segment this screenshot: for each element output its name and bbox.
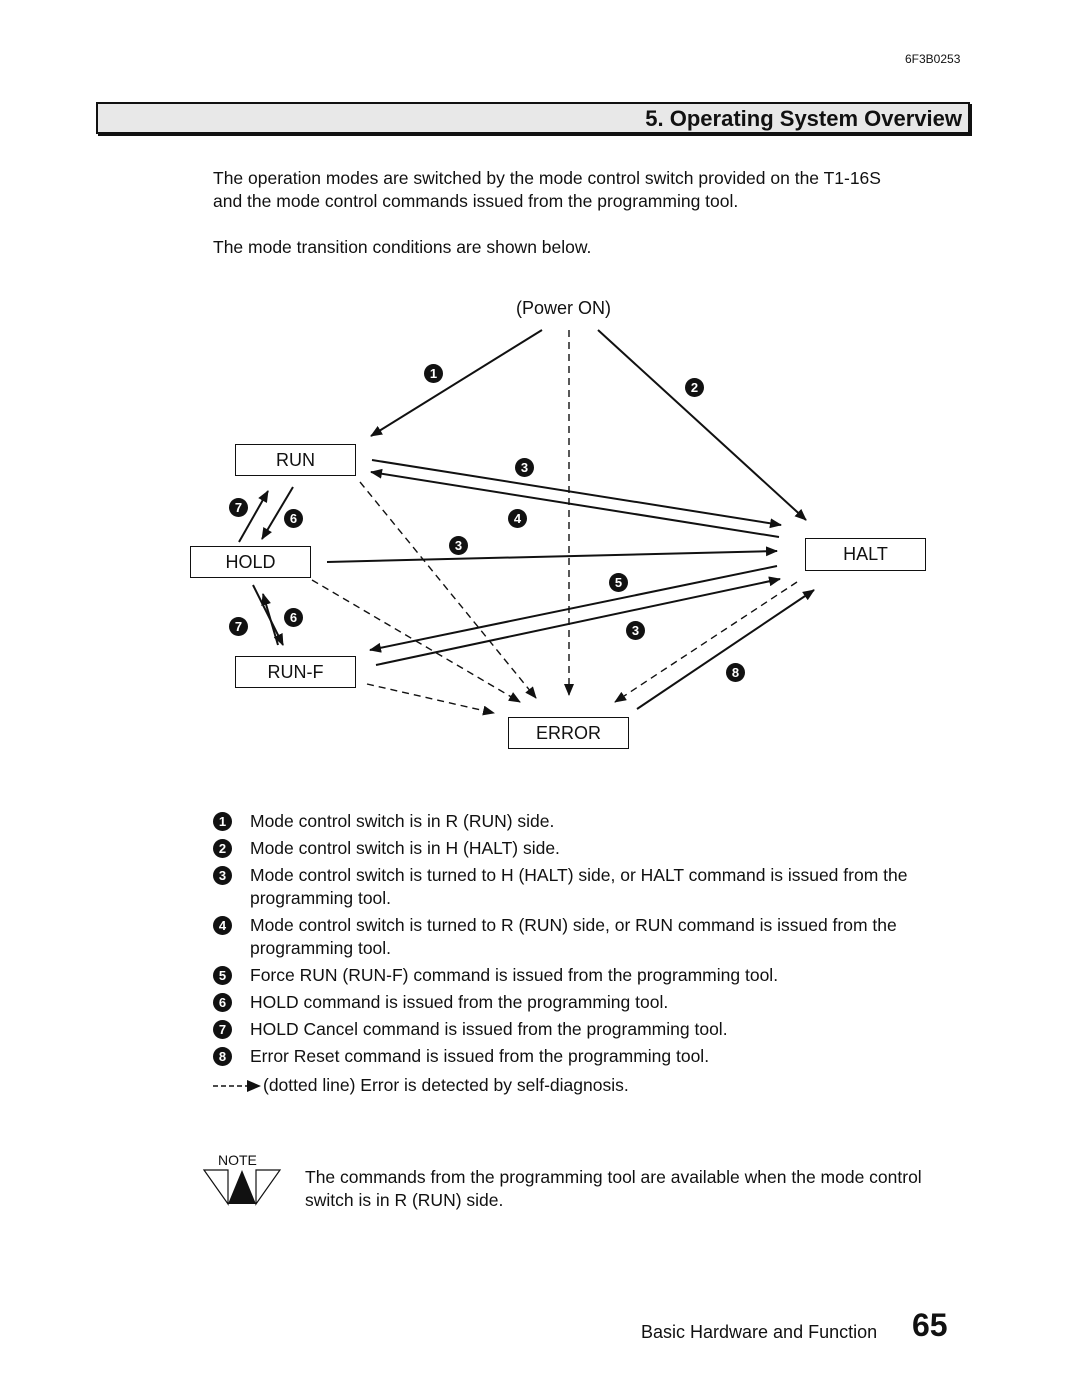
arrow-power-to-run xyxy=(370,329,543,437)
dotted-hold-to-error xyxy=(311,579,521,703)
dotted-runf-to-error xyxy=(366,683,495,716)
arrow-run-to-halt xyxy=(371,459,782,529)
state-halt: HALT xyxy=(805,538,926,571)
document-code: 6F3B0253 xyxy=(905,52,961,66)
intro-line-2: and the mode control commands issued fro… xyxy=(213,191,739,211)
legend-item: 1 Mode control switch is in R (RUN) side… xyxy=(213,810,973,833)
legend-text: Mode control switch is in H (HALT) side. xyxy=(250,838,560,858)
intro-line-1: The operation modes are switched by the … xyxy=(213,168,881,188)
marker-1-icon: 1 xyxy=(424,364,443,383)
marker-7-icon: 7 xyxy=(229,498,248,517)
arrow-hold-to-runf xyxy=(252,584,284,646)
section-title-bar: 5. Operating System Overview xyxy=(96,102,970,134)
marker-3-icon: 3 xyxy=(449,536,468,555)
arrow-halt-to-runf xyxy=(369,565,778,653)
dotted-halt-to-error xyxy=(614,581,798,703)
arrow-power-to-halt xyxy=(597,329,807,521)
state-error: ERROR xyxy=(508,717,629,749)
marker-2-icon: 2 xyxy=(213,839,232,858)
state-run-f: RUN-F xyxy=(235,656,356,688)
arrow-hold-to-run xyxy=(238,490,269,543)
arrow-halt-to-run xyxy=(370,468,780,538)
intro-paragraph: The operation modes are switched by the … xyxy=(213,167,881,213)
marker-8-icon: 8 xyxy=(726,663,745,682)
arrow-error-to-halt xyxy=(636,589,815,710)
legend-item: 3 Mode control switch is turned to H (HA… xyxy=(213,864,973,910)
marker-8-icon: 8 xyxy=(213,1047,232,1066)
legend-item: 7 HOLD Cancel command is issued from the… xyxy=(213,1018,973,1041)
arrow-run-to-hold xyxy=(261,486,294,540)
legend-text: Force RUN (RUN-F) command is issued from… xyxy=(250,965,779,985)
note-label: NOTE xyxy=(218,1152,257,1168)
legend-text: Mode control switch is turned to H (HALT… xyxy=(250,865,908,908)
legend-item: 8 Error Reset command is issued from the… xyxy=(213,1045,973,1068)
arrow-runf-to-hold xyxy=(261,593,279,646)
marker-1-icon: 1 xyxy=(213,812,232,831)
arrow-runf-to-halt xyxy=(375,576,781,666)
marker-6-icon: 6 xyxy=(213,993,232,1012)
marker-6-icon: 6 xyxy=(284,608,303,627)
marker-4-icon: 4 xyxy=(213,916,232,935)
note-icon xyxy=(202,1169,282,1206)
marker-3-icon: 3 xyxy=(515,458,534,477)
legend-text: Mode control switch is turned to R (RUN)… xyxy=(250,915,897,958)
marker-6-icon: 6 xyxy=(284,509,303,528)
marker-3-icon: 3 xyxy=(213,866,232,885)
legend-item: 2 Mode control switch is in H (HALT) sid… xyxy=(213,837,973,860)
footer-label: Basic Hardware and Function xyxy=(641,1322,878,1342)
legend-text: HOLD Cancel command is issued from the p… xyxy=(250,1019,728,1039)
power-on-label: (Power ON) xyxy=(516,298,612,318)
marker-5-icon: 5 xyxy=(609,573,628,592)
section-title: 5. Operating System Overview xyxy=(645,106,962,131)
legend-text: Mode control switch is in R (RUN) side. xyxy=(250,811,555,831)
state-run: RUN xyxy=(235,444,356,476)
marker-3-icon: 3 xyxy=(626,621,645,640)
arrow-hold-to-halt xyxy=(326,546,778,563)
legend-item: 6 HOLD command is issued from the progra… xyxy=(213,991,973,1014)
legend-text: Error Reset command is issued from the p… xyxy=(250,1046,710,1066)
dotted-arrow-icon xyxy=(213,1080,261,1092)
page-number: 65 xyxy=(912,1307,948,1343)
marker-4-icon: 4 xyxy=(508,509,527,528)
dotted-line-legend: (dotted line) Error is detected by self-… xyxy=(213,1074,973,1098)
note-text: The commands from the programming tool a… xyxy=(305,1167,922,1210)
dotted-line-legend-text: (dotted line) Error is detected by self-… xyxy=(263,1075,629,1095)
dotted-run-to-error xyxy=(359,481,537,699)
marker-7-icon: 7 xyxy=(229,617,248,636)
marker-5-icon: 5 xyxy=(213,966,232,985)
intro-transition-text: The mode transition conditions are shown… xyxy=(213,237,592,257)
state-hold: HOLD xyxy=(190,546,311,578)
legend-item: 4 Mode control switch is turned to R (RU… xyxy=(213,914,973,960)
marker-7-icon: 7 xyxy=(213,1020,232,1039)
legend-text: HOLD command is issued from the programm… xyxy=(250,992,669,1012)
legend-item: 5 Force RUN (RUN-F) command is issued fr… xyxy=(213,964,973,987)
marker-2-icon: 2 xyxy=(685,378,704,397)
